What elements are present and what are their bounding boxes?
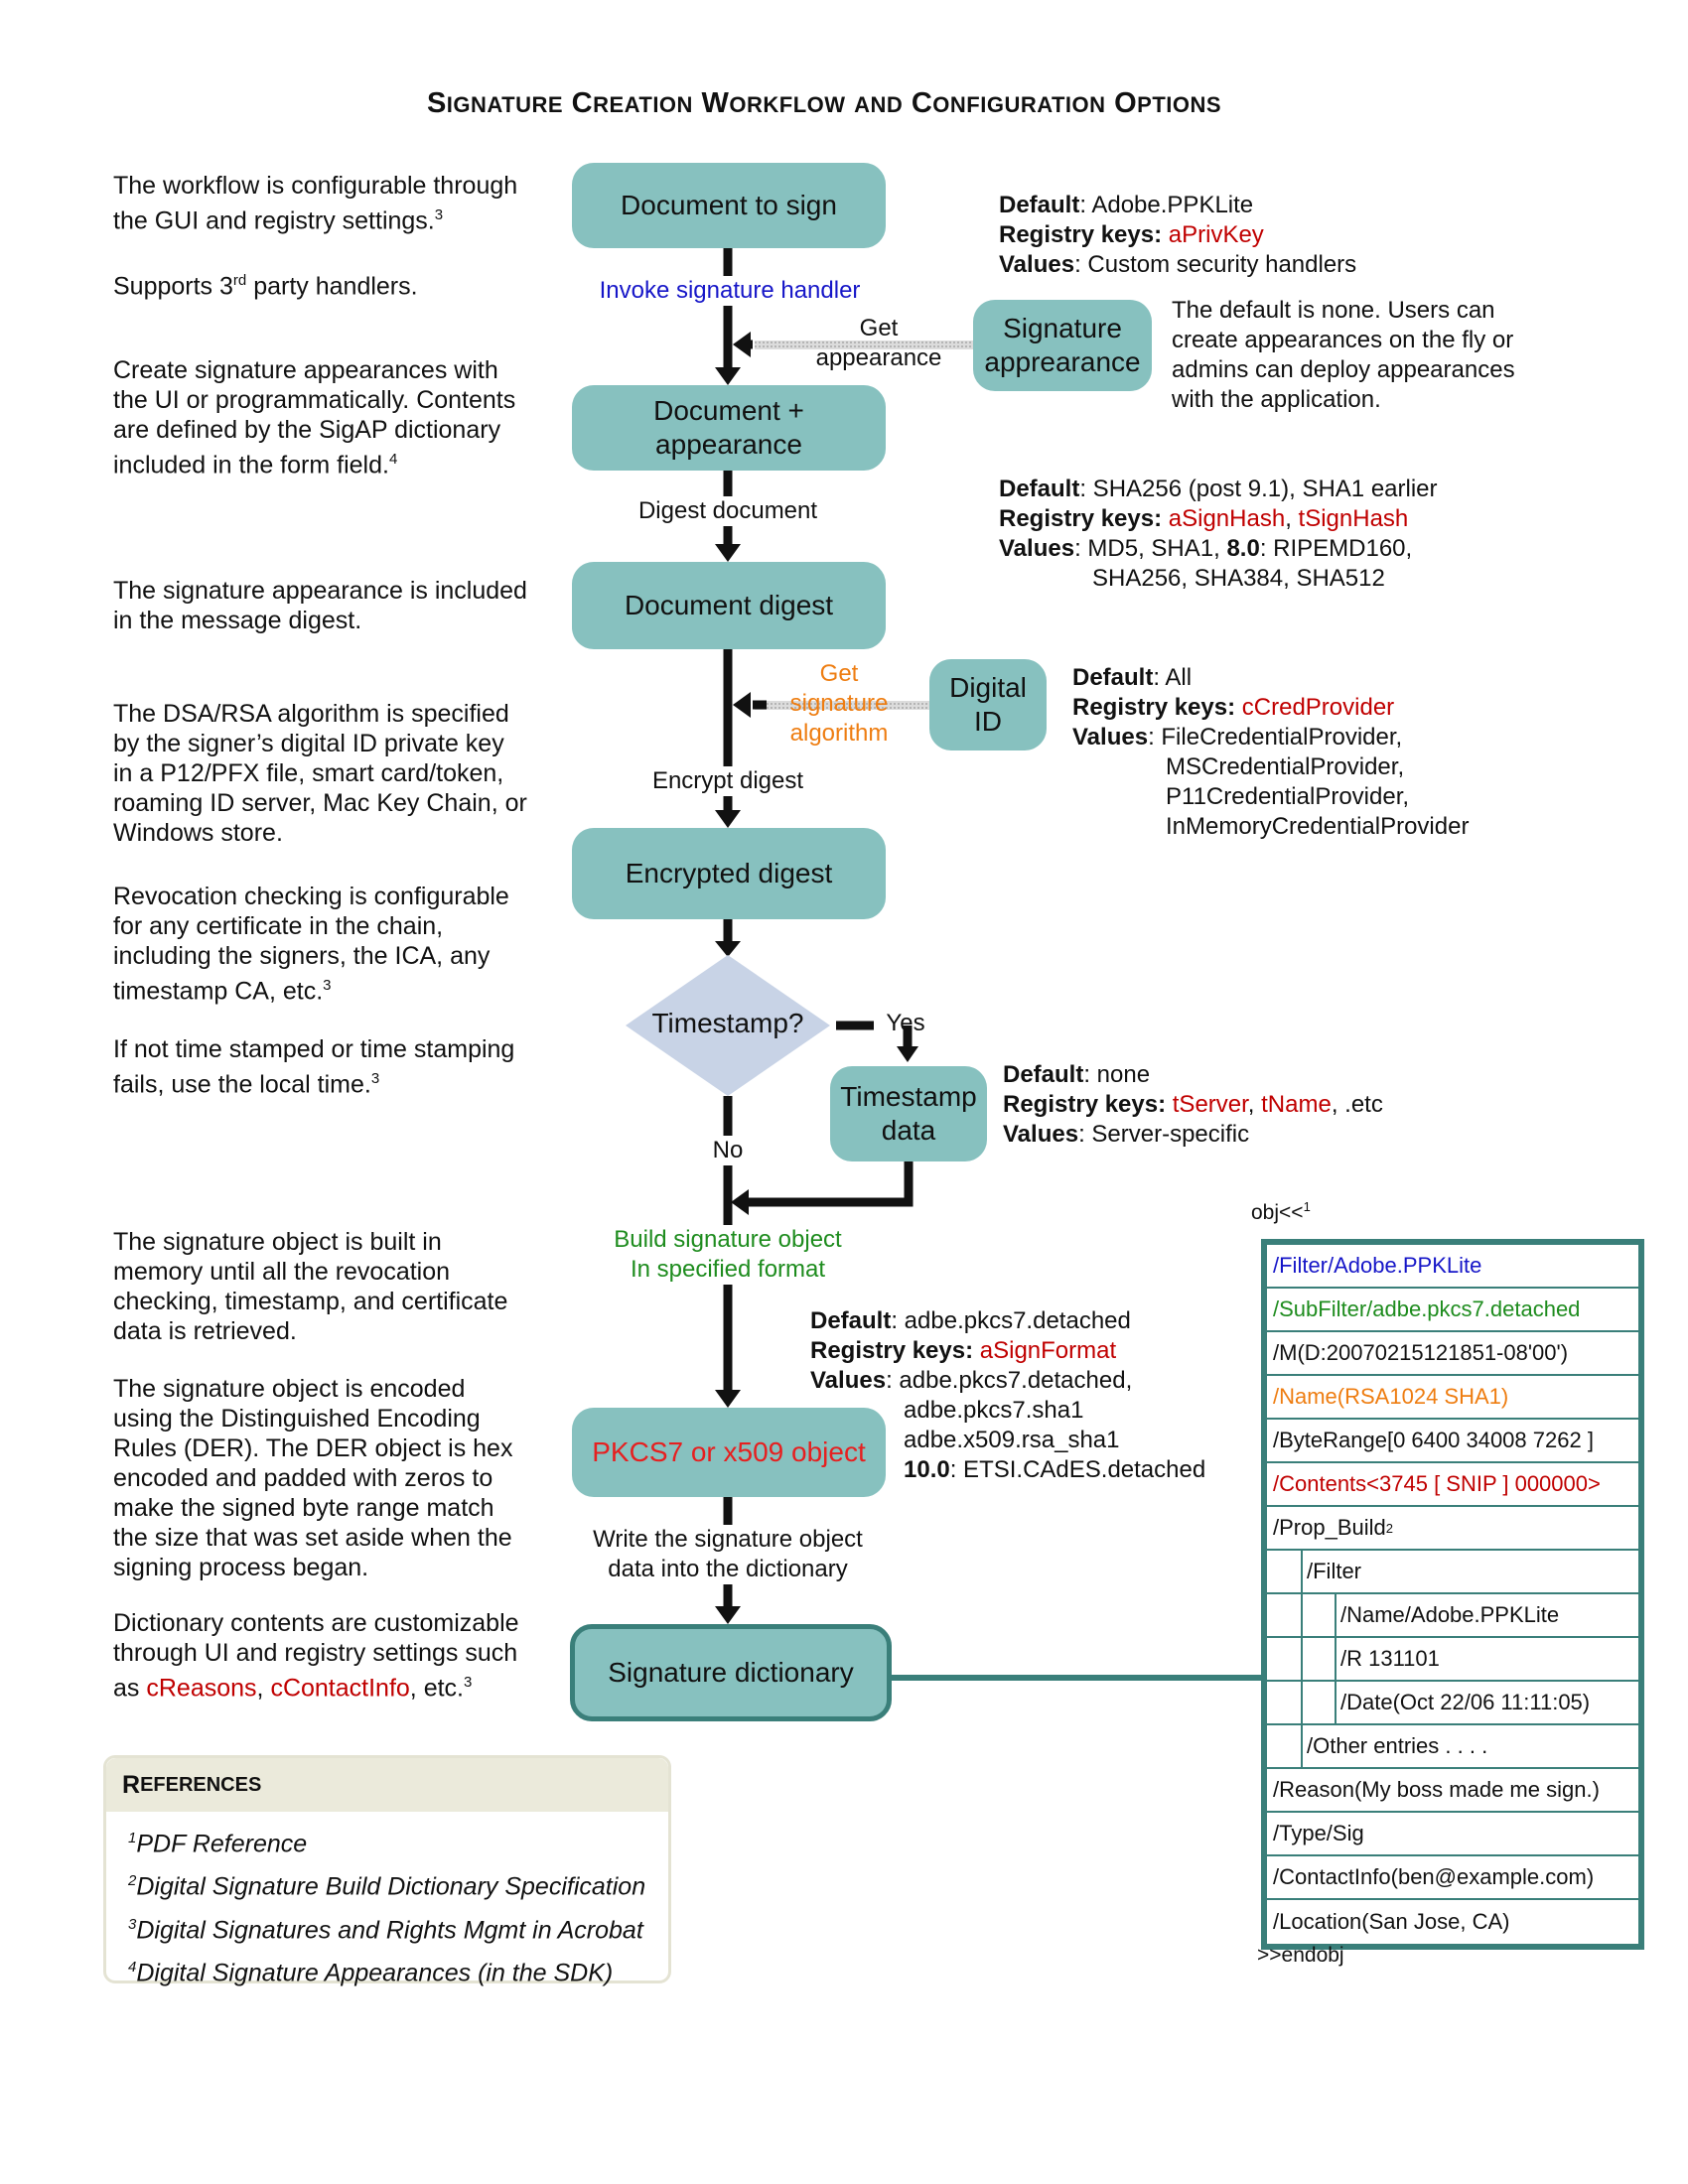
references-list: 1PDF Reference 2Digital Signature Build D… [106, 1812, 668, 1991]
arrowhead-yes [897, 1046, 918, 1062]
timestamp-return-connector [747, 1161, 914, 1207]
box-document-appearance: Document +appearance [572, 385, 886, 471]
label-invoke-handler: Invoke signature handler [586, 276, 874, 306]
dictionary-entry: /Name(RSA1024 SHA1) [1267, 1376, 1638, 1420]
signature-dictionary-listing: /Filter/Adobe.PPKLite/SubFilter/adbe.pkc… [1261, 1239, 1644, 1950]
arrowhead-return [731, 1189, 749, 1215]
timestamp-diamond [626, 955, 830, 1096]
note-memory: The signature object is built in memory … [113, 1228, 508, 1345]
page-title: SIGNATURE CREATION WORKFLOW AND CONFIGUR… [0, 87, 1648, 120]
dictionary-entry: /R 131101 [1267, 1638, 1638, 1682]
note-der: The signature object is encoded using th… [113, 1375, 513, 1581]
arrowhead-6 [715, 1606, 741, 1624]
dictionary-entry: /ContactInfo(ben@example.com) [1267, 1856, 1638, 1900]
dictionary-entry: /Contents<3745 [ SNIP ] 000000> [1267, 1463, 1638, 1507]
info-digest: Default: SHA256 (post 9.1), SHA1 earlier… [999, 476, 1438, 592]
box-document-to-sign: Document to sign [572, 163, 886, 248]
title-word: OPTIONS [1114, 87, 1222, 119]
dictionary-open: obj<<1 [1251, 1199, 1311, 1224]
label-yes: Yes [886, 1010, 925, 1036]
note-dictionary: Dictionary contents are customizable thr… [113, 1609, 519, 1703]
title-word: WORKFLOW [701, 87, 846, 119]
label-encrypt-digest: Encrypt digest [641, 766, 814, 796]
arrowhead-4 [715, 941, 741, 957]
label-digest-document: Digest document [628, 496, 828, 526]
dictionary-entry: /Filter/Adobe.PPKLite [1267, 1245, 1638, 1289]
note-appearances: Create signature appearances with the UI… [113, 356, 516, 479]
box-encrypted-digest: Encrypted digest [572, 828, 886, 919]
arrowhead-1 [715, 367, 741, 385]
title-word: SIGNATURE [426, 87, 564, 119]
arrowhead-5 [715, 1390, 741, 1408]
note-local-time: If not time stamped or time stamping fai… [113, 1035, 515, 1099]
dictionary-entry: /Type/Sig [1267, 1813, 1638, 1856]
dictionary-entry: /ByteRange[0 6400 34008 7262 ] [1267, 1420, 1638, 1463]
arrowhead-3 [715, 810, 741, 828]
info-digital-id: Default: All Registry keys: cCredProvide… [1072, 664, 1470, 840]
reference-item: 3Digital Signatures and Rights Mgmt in A… [128, 1915, 643, 1944]
arrowhead-2 [715, 544, 741, 562]
info-timestamp: Default: none Registry keys: tServer, tN… [1003, 1061, 1383, 1148]
note-algorithm: The DSA/RSA algorithm is specified by th… [113, 700, 527, 847]
note-revocation: Revocation checking is configurable for … [113, 883, 509, 1006]
get-algorithm-connector [755, 701, 931, 710]
dictionary-entry: /Date(Oct 22/06 11:11:05) [1267, 1682, 1638, 1725]
box-document-digest: Document digest [572, 562, 886, 649]
dictionary-entry: /M(D:20070215121851-08'00') [1267, 1332, 1638, 1376]
info-handler: Default: Adobe.PPKLite Registry keys: aP… [999, 192, 1357, 278]
info-appearance-default: The default is none. Users can create ap… [1172, 297, 1515, 413]
note-appearance-digest: The signature appearance is included in … [113, 577, 527, 634]
dictionary-entry: /Reason(My boss made me sign.) [1267, 1769, 1638, 1813]
title-word: CONFIGURATION [911, 87, 1106, 119]
arrowhead-algorithm [733, 692, 751, 718]
box-pkcs7-object: PKCS7 or x509 object [572, 1408, 886, 1497]
dictionary-close: >>endobj [1257, 1944, 1344, 1967]
dictionary-entry: /Location(San Jose, CA) [1273, 1909, 1510, 1934]
reference-item: 1PDF Reference [128, 1830, 308, 1858]
label-no: No [703, 1136, 753, 1165]
reference-item: 4Digital Signature Appearances (in the S… [128, 1958, 614, 1987]
dictionary-entry: /SubFilter/adbe.pkcs7.detached [1267, 1289, 1638, 1332]
note-third-party: Supports 3rd party handlers. [113, 272, 418, 301]
title-word: CREATION [571, 87, 693, 119]
note-configurable: The workflow is configurable through the… [113, 172, 518, 235]
reference-item: 2Digital Signature Build Dictionary Spec… [128, 1872, 646, 1901]
dictionary-entry: /Name/Adobe.PPKLite [1267, 1594, 1638, 1638]
side-connectors [731, 332, 1261, 1681]
arrowhead-appearance [733, 332, 751, 357]
title-word: AND [854, 92, 904, 117]
box-signature-dictionary: Signature dictionary [570, 1624, 892, 1721]
dictionary-entry: /Other entries . . . . [1267, 1725, 1638, 1769]
timestamp-decision-label: Timestamp? [651, 1008, 804, 1038]
get-appearance-connector [755, 341, 973, 349]
info-format: Default: adbe.pkcs7.detached Registry ke… [810, 1307, 1206, 1483]
dictionary-entry: /Filter [1267, 1551, 1638, 1594]
